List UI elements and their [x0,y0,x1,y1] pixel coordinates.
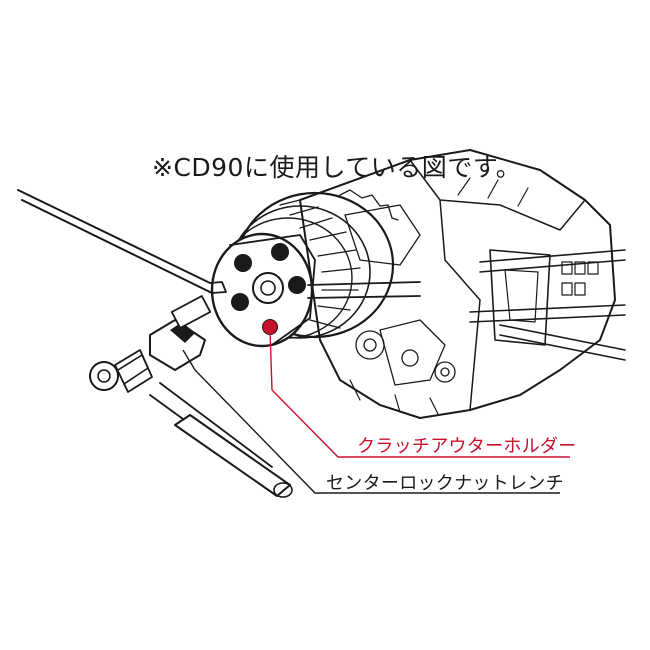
leader-line-clutch-outer-holder [269,329,570,458]
holder-handle-bar [17,189,227,294]
center-lock-nut-wrench [89,295,293,498]
label-clutch-outer-holder: クラッチアウターホルダー [357,436,577,457]
shaft [307,281,421,299]
engine-crankcase [299,149,616,419]
clutch-outer-holder-tool [210,232,316,348]
usage-note: ※CD90に使用している図です。 [152,153,522,182]
label-center-lock-nut-wrench: センターロックナットレンチ [326,473,564,494]
mounting-rails [469,249,626,361]
callout-dot [263,320,277,334]
leader-lines [182,320,570,494]
leader-line-center-lock-nut-wrench [182,349,560,494]
